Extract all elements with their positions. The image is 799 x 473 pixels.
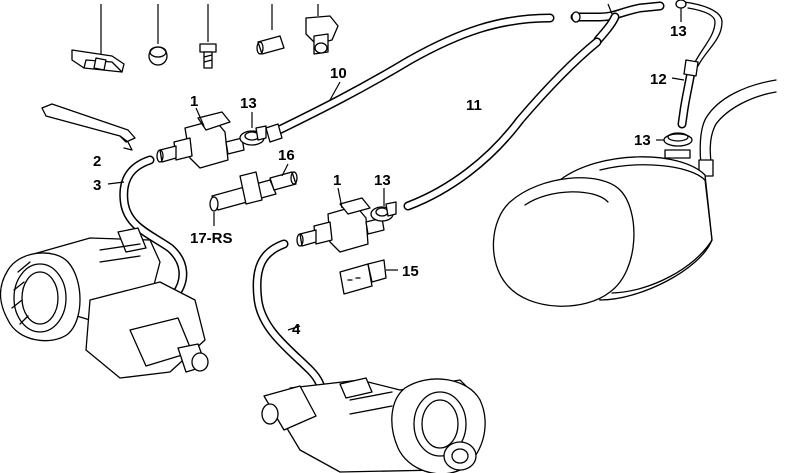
solenoid-valve-1-lower (296, 187, 385, 253)
hose-12 (671, 59, 699, 129)
hose-4 (252, 239, 327, 401)
hose-right (698, 79, 777, 177)
clamp-13-upper (239, 112, 267, 146)
callout-13-upper: 13 (240, 95, 257, 112)
callout-13-lower: 13 (374, 172, 391, 189)
callout-16: 16 (278, 147, 295, 164)
hose-3 (107, 155, 188, 299)
hose-end-10 (265, 123, 283, 143)
sleeve-part (256, 4, 285, 55)
callout-17-rs: 17-RS (190, 230, 233, 247)
callout-13-right: 13 (634, 132, 651, 149)
cable-tie-2 (41, 103, 136, 151)
callout-12: 12 (650, 71, 667, 88)
callout-3: 3 (93, 177, 101, 194)
callout-11: 11 (466, 97, 482, 114)
vacuum-canister (492, 149, 713, 307)
bolt-part (199, 4, 217, 69)
callout-1-lower: 1 (333, 172, 341, 189)
solenoid-valve-1-upper (156, 107, 245, 169)
throttle-body-left (0, 227, 209, 379)
plug-connector-15 (339, 259, 398, 295)
t-connector-16 (209, 163, 298, 226)
clamp-13-right (656, 132, 693, 147)
connector-part (305, 4, 339, 55)
throttle-body-bottom (261, 377, 486, 473)
t-piece-top (570, 1, 665, 45)
clamp-13-lower (370, 188, 397, 222)
callout-4: 4 (292, 321, 301, 338)
callout-2: 2 (93, 153, 101, 170)
callout-1-upper: 1 (190, 93, 198, 110)
hose-top-right (675, 0, 723, 67)
callout-15: 15 (402, 263, 419, 280)
callout-13-top-right: 13 (670, 23, 687, 40)
hose-11 (403, 37, 602, 211)
hose-10 (270, 13, 555, 137)
grommet-part (148, 4, 168, 66)
bracket-part (71, 4, 125, 73)
callout-10: 10 (330, 65, 347, 82)
